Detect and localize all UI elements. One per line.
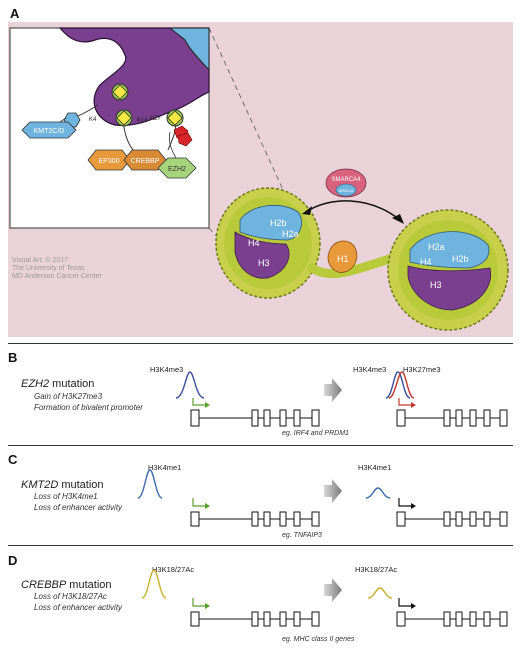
nuc-left-h2b: H2b xyxy=(270,218,287,228)
panel-c-effect-1: Loss of H3K4me1 xyxy=(34,492,98,501)
panel-c-suffix: mutation xyxy=(58,479,104,491)
k27-label: K27 xyxy=(150,116,161,122)
methyl-mark-2 xyxy=(177,132,193,147)
crebbp-label: CREBBP xyxy=(131,158,160,165)
k4-label: K4 xyxy=(89,117,97,123)
panel-b-letter: B xyxy=(8,350,18,365)
panel-d-transition-arrow xyxy=(324,578,342,602)
peak-c-before xyxy=(137,469,163,499)
zoom-line-top xyxy=(208,27,291,206)
peak-b-before xyxy=(175,371,205,399)
panel-d-example: eg. MHC class II genes xyxy=(282,636,355,643)
separator-a xyxy=(8,343,513,344)
panel-b-gene-before xyxy=(175,371,320,427)
panel-d-gene-before xyxy=(141,569,320,627)
panel-d-mark-before: H3K18/27Ac xyxy=(152,565,195,574)
peak-d-after xyxy=(367,587,393,599)
panel-c-letter: C xyxy=(8,452,18,467)
panel-b-effect-1: Gain of H3K27me3 xyxy=(34,392,103,401)
panel-c-example: eg. TNFAIP3 xyxy=(282,532,322,539)
credit-line-1: Visual Art: © 2017 xyxy=(12,256,68,264)
panel-c-effect-2: Loss of enhancer activity xyxy=(34,503,123,512)
peak-d-before xyxy=(141,569,167,599)
ep300-label: EP300 xyxy=(98,158,119,165)
nuc-right-h3: H3 xyxy=(430,280,442,290)
nucleosome-right: H2a H2b H4 H3 xyxy=(387,209,509,331)
panel-b-mark-after-2: H3K27me3 xyxy=(403,365,441,374)
nuc-right-h2b: H2b xyxy=(452,254,469,264)
panel-c-mark-after: H3K4me1 xyxy=(358,463,392,472)
separator-b xyxy=(8,445,513,446)
panel-b-mark-before: H3K4me3 xyxy=(150,365,184,374)
credit-line-2: The University of Texas xyxy=(12,265,85,272)
arid1a-label: ARID1A xyxy=(339,188,354,193)
peak-b-after-blue xyxy=(385,371,411,399)
inset-histone-tail xyxy=(58,27,210,127)
panel-c-title: KMT2D mutation xyxy=(21,479,104,491)
panel-b-transition-arrow xyxy=(324,378,342,402)
nuc-left-h2a: H2a xyxy=(282,229,299,239)
kmt2cd-shape xyxy=(21,121,77,139)
panel-c-gene-before xyxy=(137,469,320,527)
panel-d-title: CREBBP mutation xyxy=(21,579,112,591)
panel-d-gene: CREBBP xyxy=(21,579,67,591)
panel-b-gene-after xyxy=(385,371,508,427)
panel-b-title: EZH2 mutation xyxy=(21,378,94,390)
h1-label: H1 xyxy=(337,254,349,264)
ezh2-label: EZH2 xyxy=(168,166,186,173)
h1-histone xyxy=(327,240,358,273)
panel-c-gene-after xyxy=(365,487,508,527)
peak-c-after xyxy=(365,487,391,499)
panel-c-gene: KMT2D xyxy=(21,479,59,491)
panel-d-letter: D xyxy=(8,553,18,568)
k18-label: K18 xyxy=(137,118,148,124)
panel-b-mark-after-1: H3K4me3 xyxy=(353,365,387,374)
kmt2cd-label: KMT2C/D xyxy=(34,128,65,135)
panel-d-suffix: mutation xyxy=(66,579,112,591)
nuc-right-h2a: H2a xyxy=(428,242,445,252)
panel-d-mark-after: H3K18/27Ac xyxy=(355,565,398,574)
panel-d-effect-1: Loss of H3K18/27Ac xyxy=(34,592,107,601)
nucleosome-left: H2b H2a H4 H3 xyxy=(215,187,321,299)
panel-a-letter: A xyxy=(10,6,20,21)
separator-c xyxy=(8,545,513,546)
smarca4-label: SMARCA4 xyxy=(331,177,361,183)
panel-b-effect-2: Formation of bivalent promoter xyxy=(34,403,143,412)
nuc-left-h3: H3 xyxy=(258,258,270,268)
panel-d-effect-2: Loss of enhancer activity xyxy=(34,603,123,612)
panel-b-gene: EZH2 xyxy=(21,378,50,390)
panel-c-mark-before: H3K4me1 xyxy=(148,463,182,472)
panel-d-gene-after xyxy=(367,587,508,627)
nuc-right-h4: H4 xyxy=(420,257,432,267)
peak-b-after-red xyxy=(388,371,415,399)
credit-line-3: MD Anderson Cancer Center xyxy=(12,273,103,280)
panel-b-example: eg. IRF4 and PRDM1 xyxy=(282,430,349,437)
smarca4-complex: SMARCA4 ARID1A xyxy=(325,168,367,198)
nuc-left-h4: H4 xyxy=(248,238,260,248)
panel-c-transition-arrow xyxy=(324,479,342,503)
inset-blue-region xyxy=(168,27,210,72)
ezh2-shape xyxy=(157,157,197,179)
panel-a-illustration: K4 K18 K27 KMT2C/D EP300 CREBBP EZH2 H2b… xyxy=(8,22,513,337)
panel-b-suffix: mutation xyxy=(49,378,95,390)
remodel-arrow xyxy=(305,200,401,221)
